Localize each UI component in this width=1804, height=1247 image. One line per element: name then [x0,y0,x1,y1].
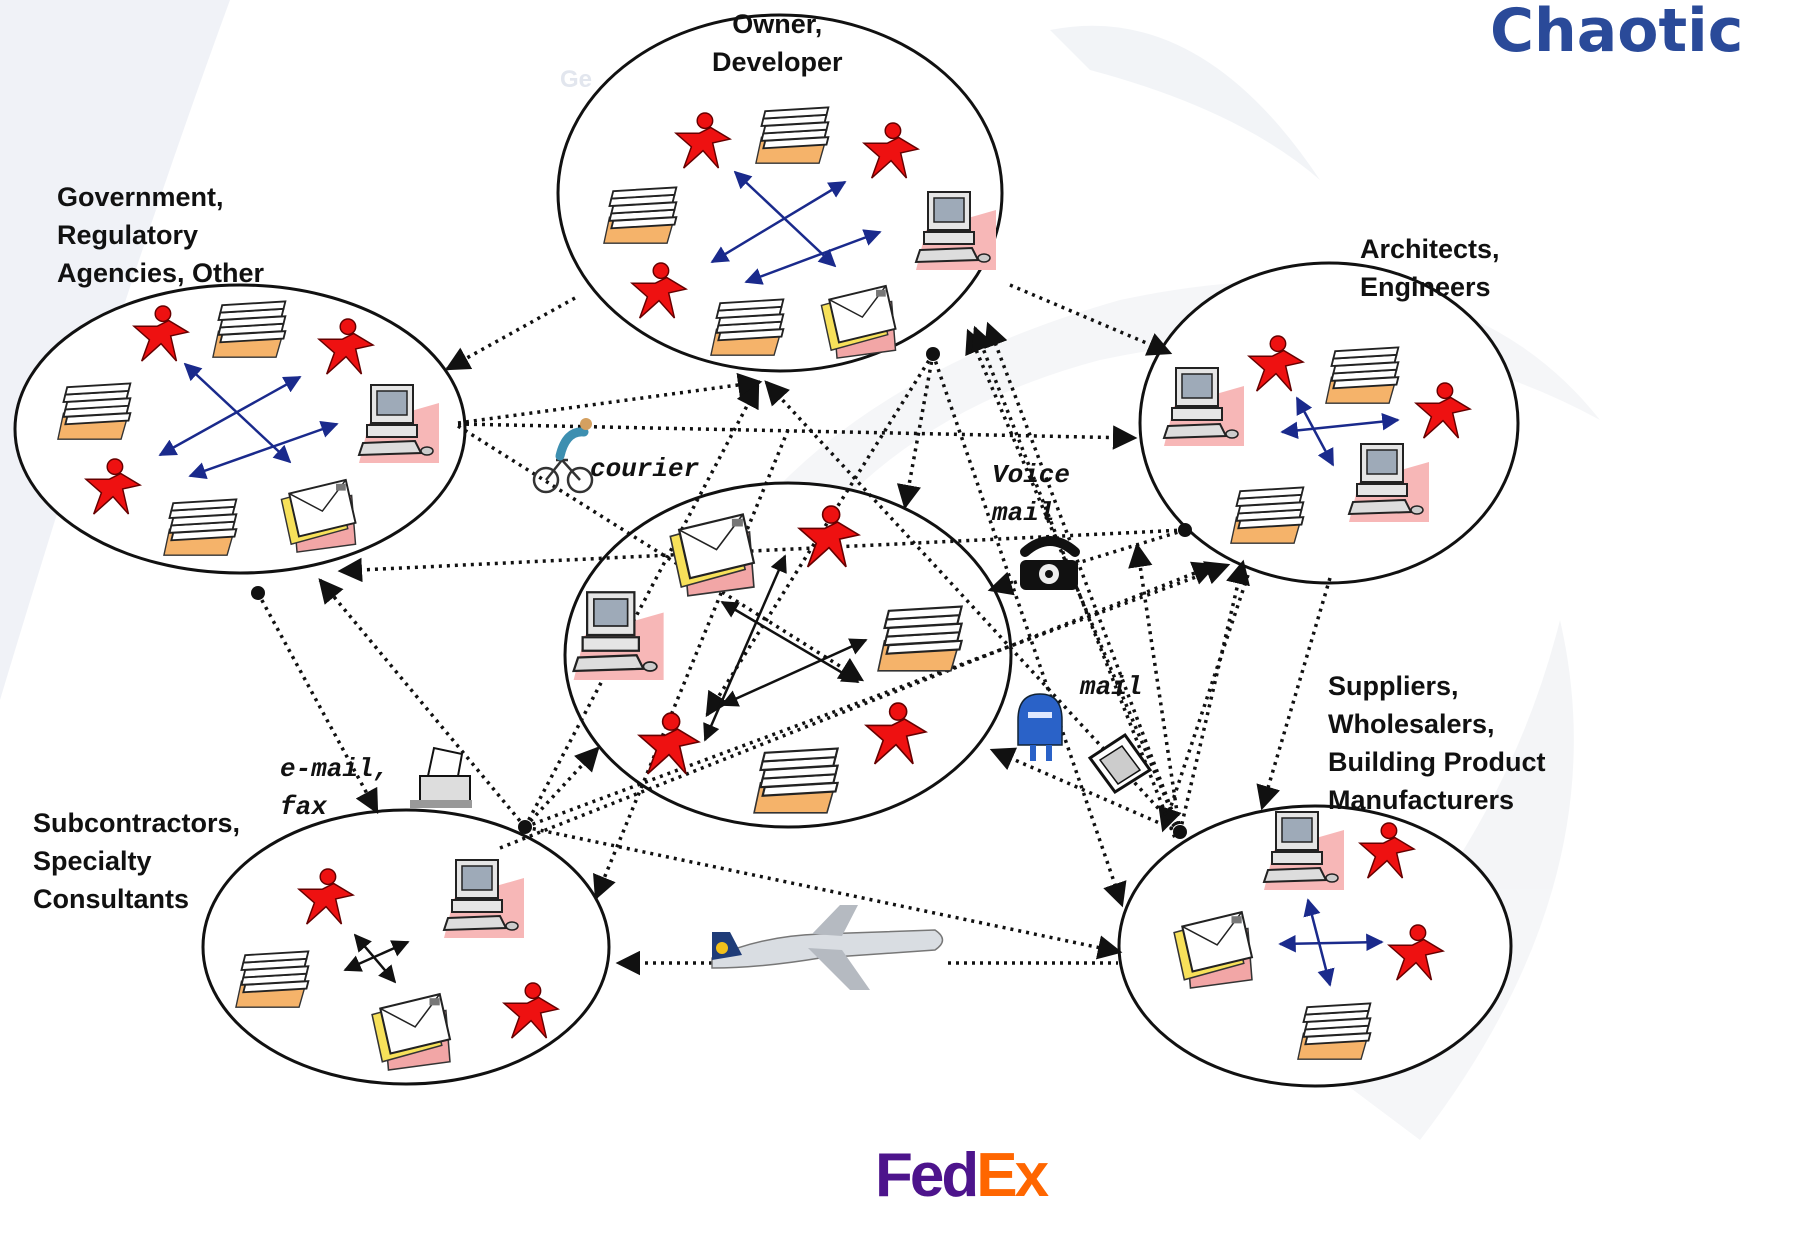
owner-developer-label: Owner, Developer [712,9,843,77]
paper-stack-icon [211,300,287,359]
owner-group-icons [602,106,998,360]
government-label: Government, Regulatory Agencies, Other [57,182,265,288]
paper-stack-icon [56,382,132,441]
architects-group-icons [1162,335,1471,545]
architects-label: Architects, Engineers [1360,234,1500,302]
blue-arrows [158,362,339,479]
suppliers-group-icons [1172,810,1444,1061]
mailbox-icon [1017,693,1063,761]
mail-label: mail [1080,672,1143,702]
faded-background-text: Ge [560,66,593,93]
printer-icon [410,746,472,808]
government-group-icons [56,300,441,557]
blue-arrows [1278,898,1384,987]
subcontractors-label: Subcontractors, Specialty Consultants [33,808,241,914]
suppliers-label: Suppliers, Wholesalers, Building Product… [1328,671,1546,815]
voice-mail-label: Voice mail [992,460,1071,528]
paper-stack-icon [709,298,785,357]
paper-stack-icon [1229,486,1305,545]
paper-stack-icon [234,950,310,1009]
email-fax-label: e-mail, fax [280,754,390,822]
fax-machine-icon [1087,732,1153,795]
paper-stack-icon [1324,346,1400,405]
subcontractors-group-icons [234,858,559,1072]
fedex-logo: FedEx [875,1140,1049,1211]
central-group-icons [572,505,963,814]
page-title: Chaotic [1490,0,1744,66]
paper-stack-icon [754,106,830,165]
cyclist-icon [532,418,594,494]
fedex-logo-ex: Ex [976,1141,1049,1210]
courier-label: courier [590,454,700,484]
blue-arrows [1280,396,1400,467]
black-arrows [703,554,868,742]
paper-stack-icon [1296,1002,1372,1061]
fedex-logo-fed: Fed [875,1141,979,1210]
paper-stack-icon [876,605,963,672]
paper-stack-icon [602,186,678,245]
blue-arrows [710,170,882,285]
paper-stack-icon [752,747,839,814]
paper-stack-icon [162,498,238,557]
connector-junction-dots [251,347,1192,839]
black-arrows [343,933,410,984]
airplane-icon [711,905,944,990]
telephone-icon [1020,536,1080,590]
